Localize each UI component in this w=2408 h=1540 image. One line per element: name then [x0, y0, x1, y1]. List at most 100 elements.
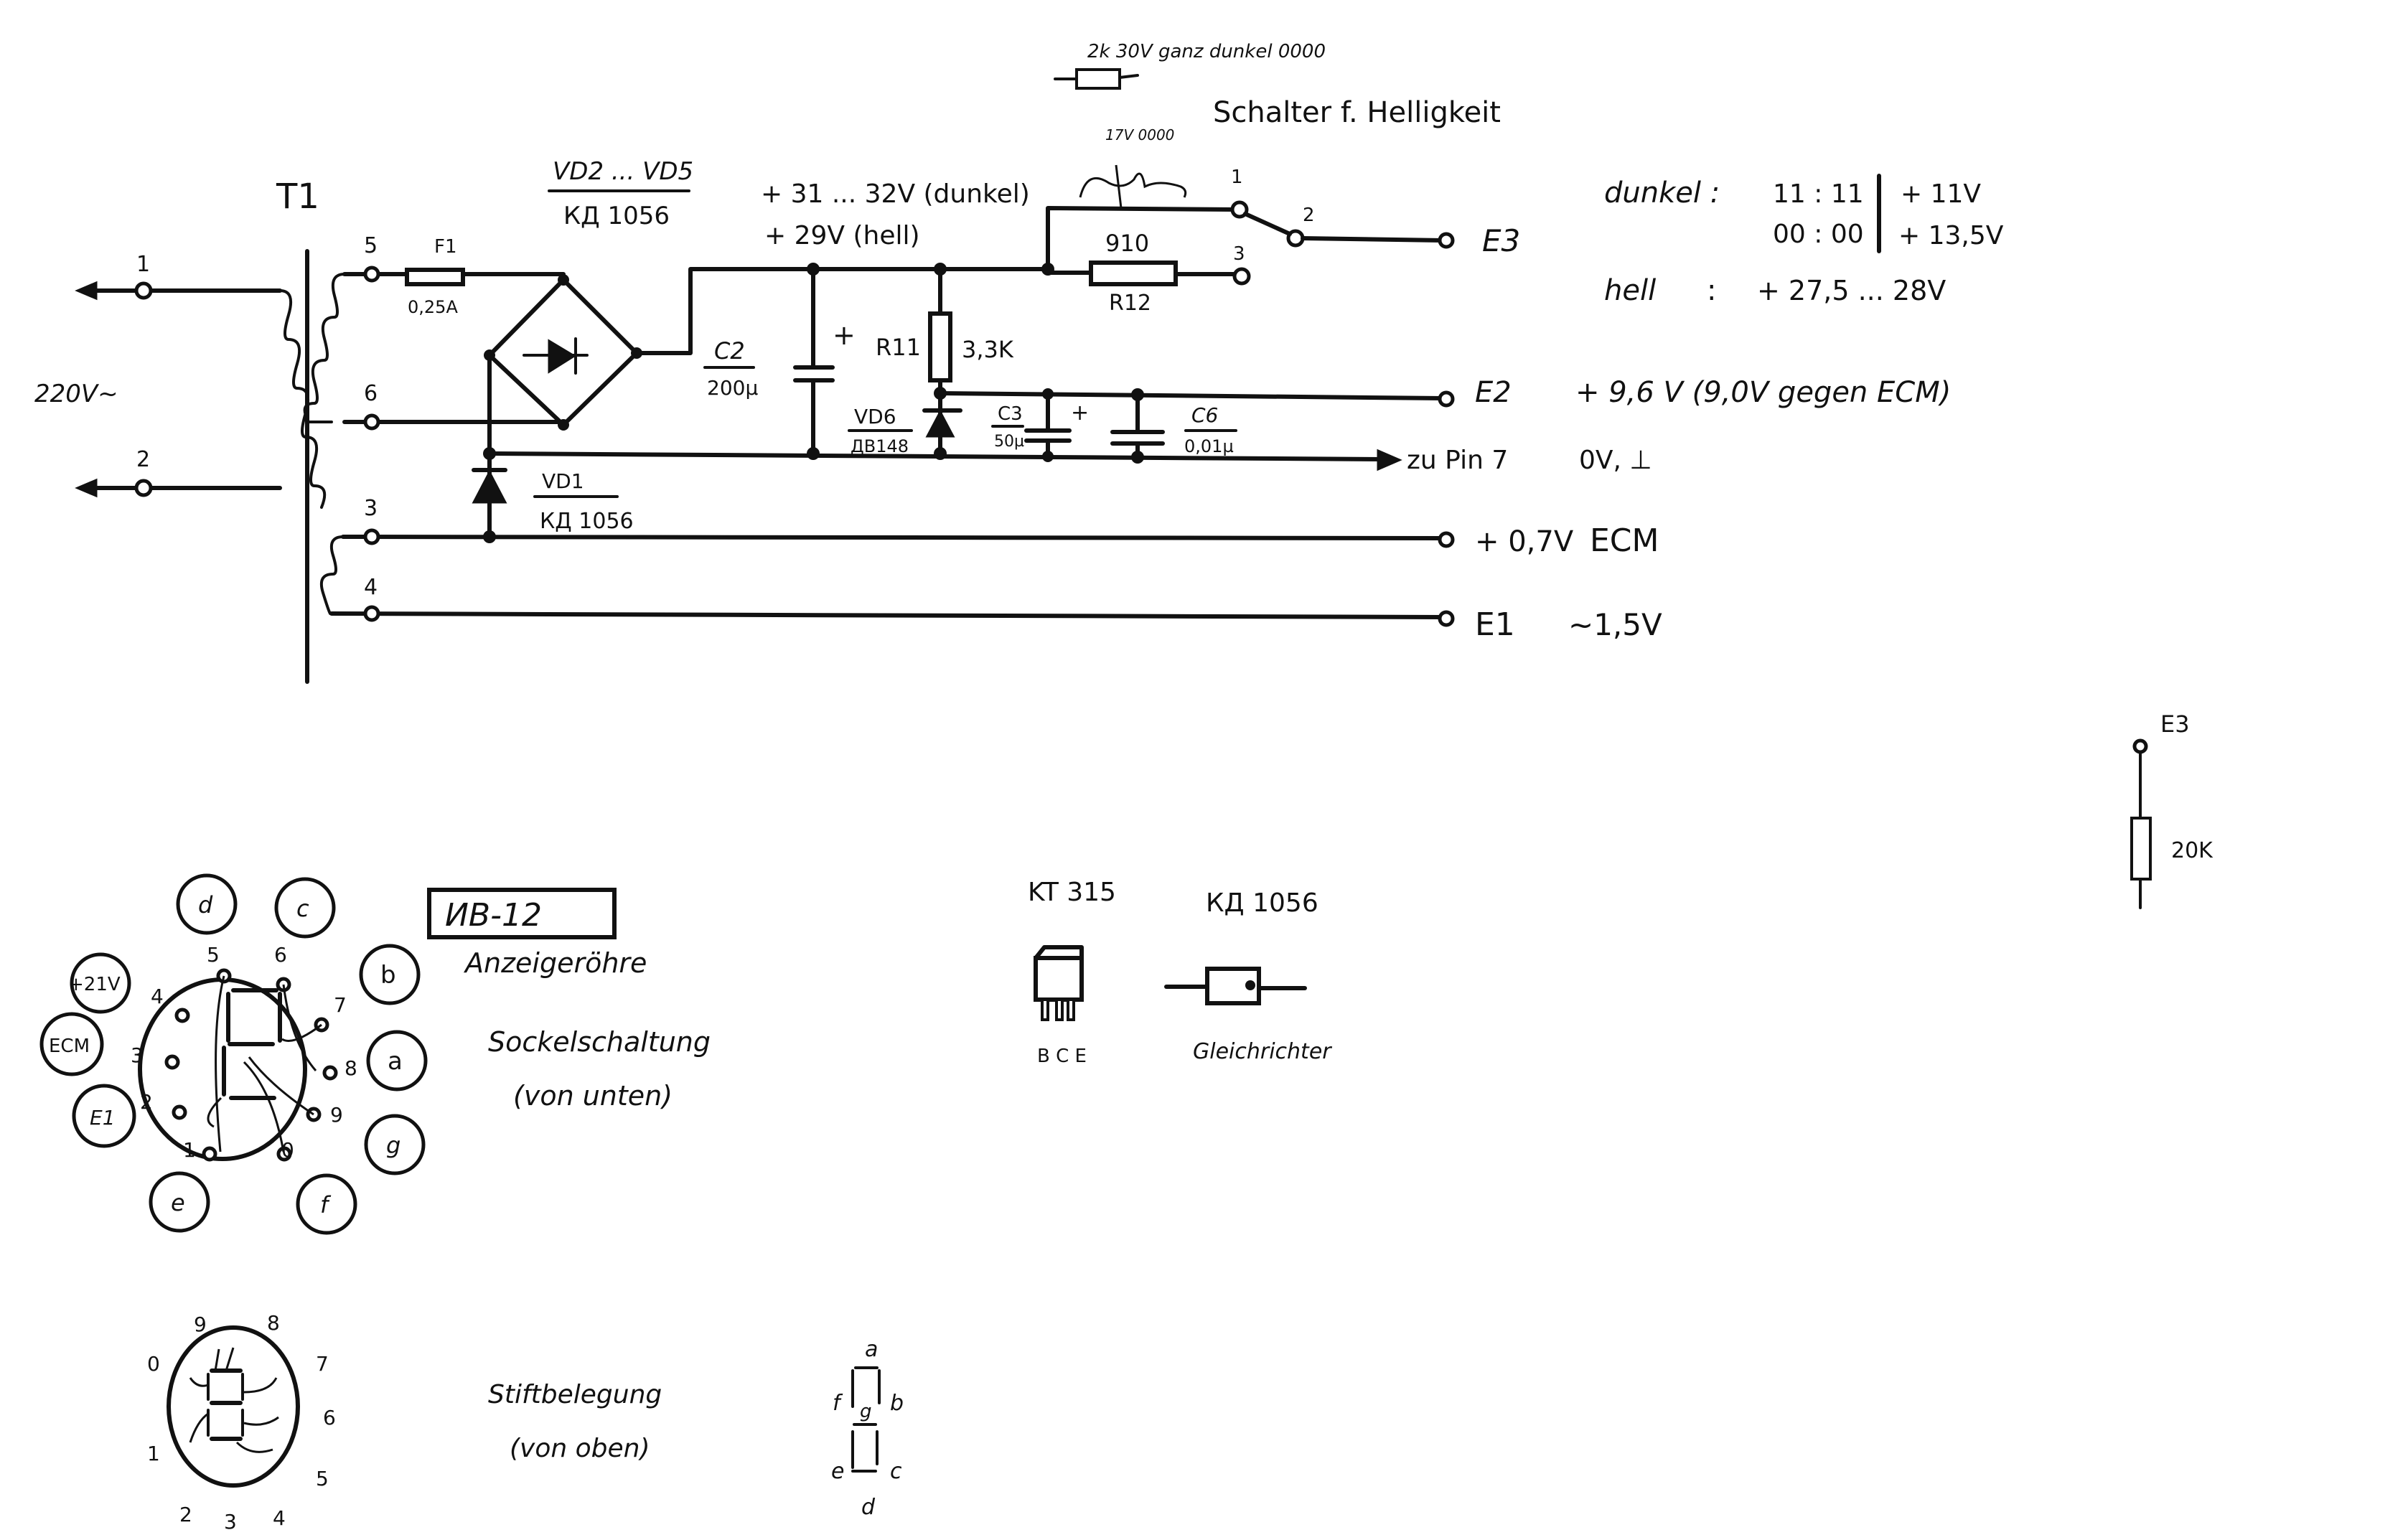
function-ecm: ECM — [49, 1036, 90, 1057]
kt315-body — [1034, 956, 1084, 1002]
top-view-segments-h — [210, 1368, 243, 1441]
socket-pin-9: 9 — [330, 1103, 343, 1127]
pin-label-6: 6 — [364, 381, 378, 406]
switch-pin3-label: 3 — [1233, 243, 1245, 265]
socket-pin-2: 2 — [140, 1090, 153, 1114]
output-e2-label: E2 — [1475, 376, 1512, 409]
socket-pin-5: 5 — [207, 943, 220, 967]
annotation-brace — [1079, 172, 1187, 198]
vd1-ref: VD1 — [542, 469, 584, 493]
dunkel-voltage-1: + 11V — [1901, 179, 1981, 209]
terminal-e3[interactable] — [1438, 232, 1455, 249]
output-pin7-note: 0V, ⊥ — [1579, 446, 1652, 475]
arrow-left-icon — [75, 478, 98, 498]
c2-ref: C2 — [714, 337, 745, 365]
top-pin-0: 0 — [147, 1352, 160, 1376]
segment-d: d — [861, 1495, 876, 1520]
terminal-driver-e3[interactable] — [2132, 738, 2148, 754]
function-g: g — [386, 1132, 400, 1159]
r11-ref: R11 — [876, 334, 921, 361]
switch-lever[interactable] — [1243, 212, 1292, 236]
dunkel-voltage-2: + 13,5V — [1898, 221, 2004, 250]
terminal-pin-5 — [363, 266, 380, 283]
function-f: f — [320, 1191, 332, 1219]
top-view-circle — [167, 1325, 300, 1488]
bridge-ref: VD2 ... VD5 — [553, 157, 693, 186]
wire-positive-rail — [634, 267, 1054, 355]
top-pin-3: 3 — [224, 1510, 237, 1534]
segment-e: e — [831, 1459, 844, 1484]
top-pin-2: 2 — [179, 1503, 192, 1526]
top-pin-1: 1 — [147, 1442, 160, 1465]
segment-c: c — [890, 1459, 902, 1484]
output-terminals: E3 E2 + 9,6 V (9,0V gegen ECM) zu Pin 7 … — [1407, 223, 1951, 643]
fuse-ref: F1 — [434, 236, 457, 258]
switch-note-17v: 17V 0000 — [1105, 126, 1174, 144]
c6-ref: C6 — [1191, 403, 1218, 427]
pin-label-1: 1 — [136, 252, 150, 277]
socket-title: Sockelschaltung — [488, 1026, 711, 1058]
kt315-pins: B C E — [1037, 1046, 1087, 1067]
tube-title: ИВ-12 — [445, 897, 542, 934]
zener-icon — [925, 409, 955, 438]
socket-pin-8: 8 — [345, 1056, 357, 1080]
dunkel-label: dunkel : — [1604, 177, 1720, 210]
brightness-switch[interactable]: 910 R12 1 2 3 — [1041, 164, 1445, 316]
cathode-mark — [1245, 980, 1255, 990]
tube-top-view: 9 8 0 7 6 5 1 2 3 4 — [147, 1311, 336, 1534]
supply-note-dunkel: + 31 ... 32V (dunkel) — [761, 179, 1030, 209]
resistor-r11: R11 3,3K — [876, 263, 1014, 400]
dunkel-display-2: 00 : 00 — [1773, 220, 1864, 249]
top-pin-6: 6 — [323, 1406, 336, 1429]
pin-label-4: 4 — [364, 575, 378, 600]
annotation-arrow — [1115, 164, 1123, 209]
output-e1-label: E1 — [1475, 606, 1515, 643]
terminal-e2[interactable] — [1438, 390, 1455, 408]
bridge-type: КД 1056 — [563, 202, 670, 230]
wire-e3 — [1301, 236, 1445, 243]
pin-function-circles: d c b a g f e E1 ECM +21V — [39, 873, 428, 1235]
wire-e2 — [938, 391, 1445, 400]
top-pin-4: 4 — [273, 1506, 286, 1530]
socket-segments — [222, 988, 282, 1100]
function-b: b — [380, 961, 396, 990]
c3-ref: C3 — [998, 403, 1023, 425]
output-e1-note: ~1,5V — [1568, 607, 1662, 642]
output-ecm-label: ECM — [1590, 522, 1659, 559]
c3-value: 50µ — [994, 433, 1024, 451]
collector-resistor — [2130, 817, 2152, 881]
function-e1: E1 — [90, 1106, 116, 1130]
terminal-e1[interactable] — [1438, 610, 1455, 627]
segment-f: f — [833, 1391, 843, 1416]
socket-pin-7: 7 — [334, 993, 347, 1017]
r11-value: 3,3K — [962, 336, 1014, 363]
function-c: c — [296, 895, 309, 922]
top-view-segments-v — [207, 1373, 244, 1437]
socket-pin-4: 4 — [151, 985, 164, 1008]
terminal-pin-4 — [363, 605, 380, 622]
zener-vd6: VD6 ДВ148 — [848, 391, 962, 460]
wire-e1 — [329, 611, 1445, 619]
switch-note-top: 2k 30V ganz dunkel 0000 — [1087, 41, 1326, 62]
switch-terminal-1[interactable] — [1230, 200, 1249, 219]
collector-resistor-value: 20K — [2171, 838, 2213, 863]
fuse-body — [405, 268, 465, 286]
kd1056-caption: Gleichrichter — [1193, 1039, 1332, 1064]
diode-icon — [548, 339, 576, 374]
hell-separator: : — [1707, 274, 1716, 307]
function-21v: +21V — [68, 974, 121, 995]
socket-pin-6: 6 — [274, 943, 287, 967]
segment-b: b — [890, 1391, 904, 1416]
segment-drawing — [851, 1366, 881, 1473]
switch-terminal-3[interactable] — [1232, 267, 1251, 286]
vd1-type: КД 1056 — [540, 509, 634, 534]
terminal-ecm[interactable] — [1438, 531, 1455, 548]
kd1056-title: КД 1056 — [1206, 888, 1318, 918]
dunkel-display-1: 11 : 11 — [1773, 179, 1864, 209]
secondary-coil-5-6 — [303, 273, 346, 423]
kt315-title: KT 315 — [1028, 878, 1116, 907]
transformer-label: T1 — [276, 177, 319, 217]
tube-title-box — [427, 888, 617, 939]
function-d: d — [198, 891, 213, 919]
